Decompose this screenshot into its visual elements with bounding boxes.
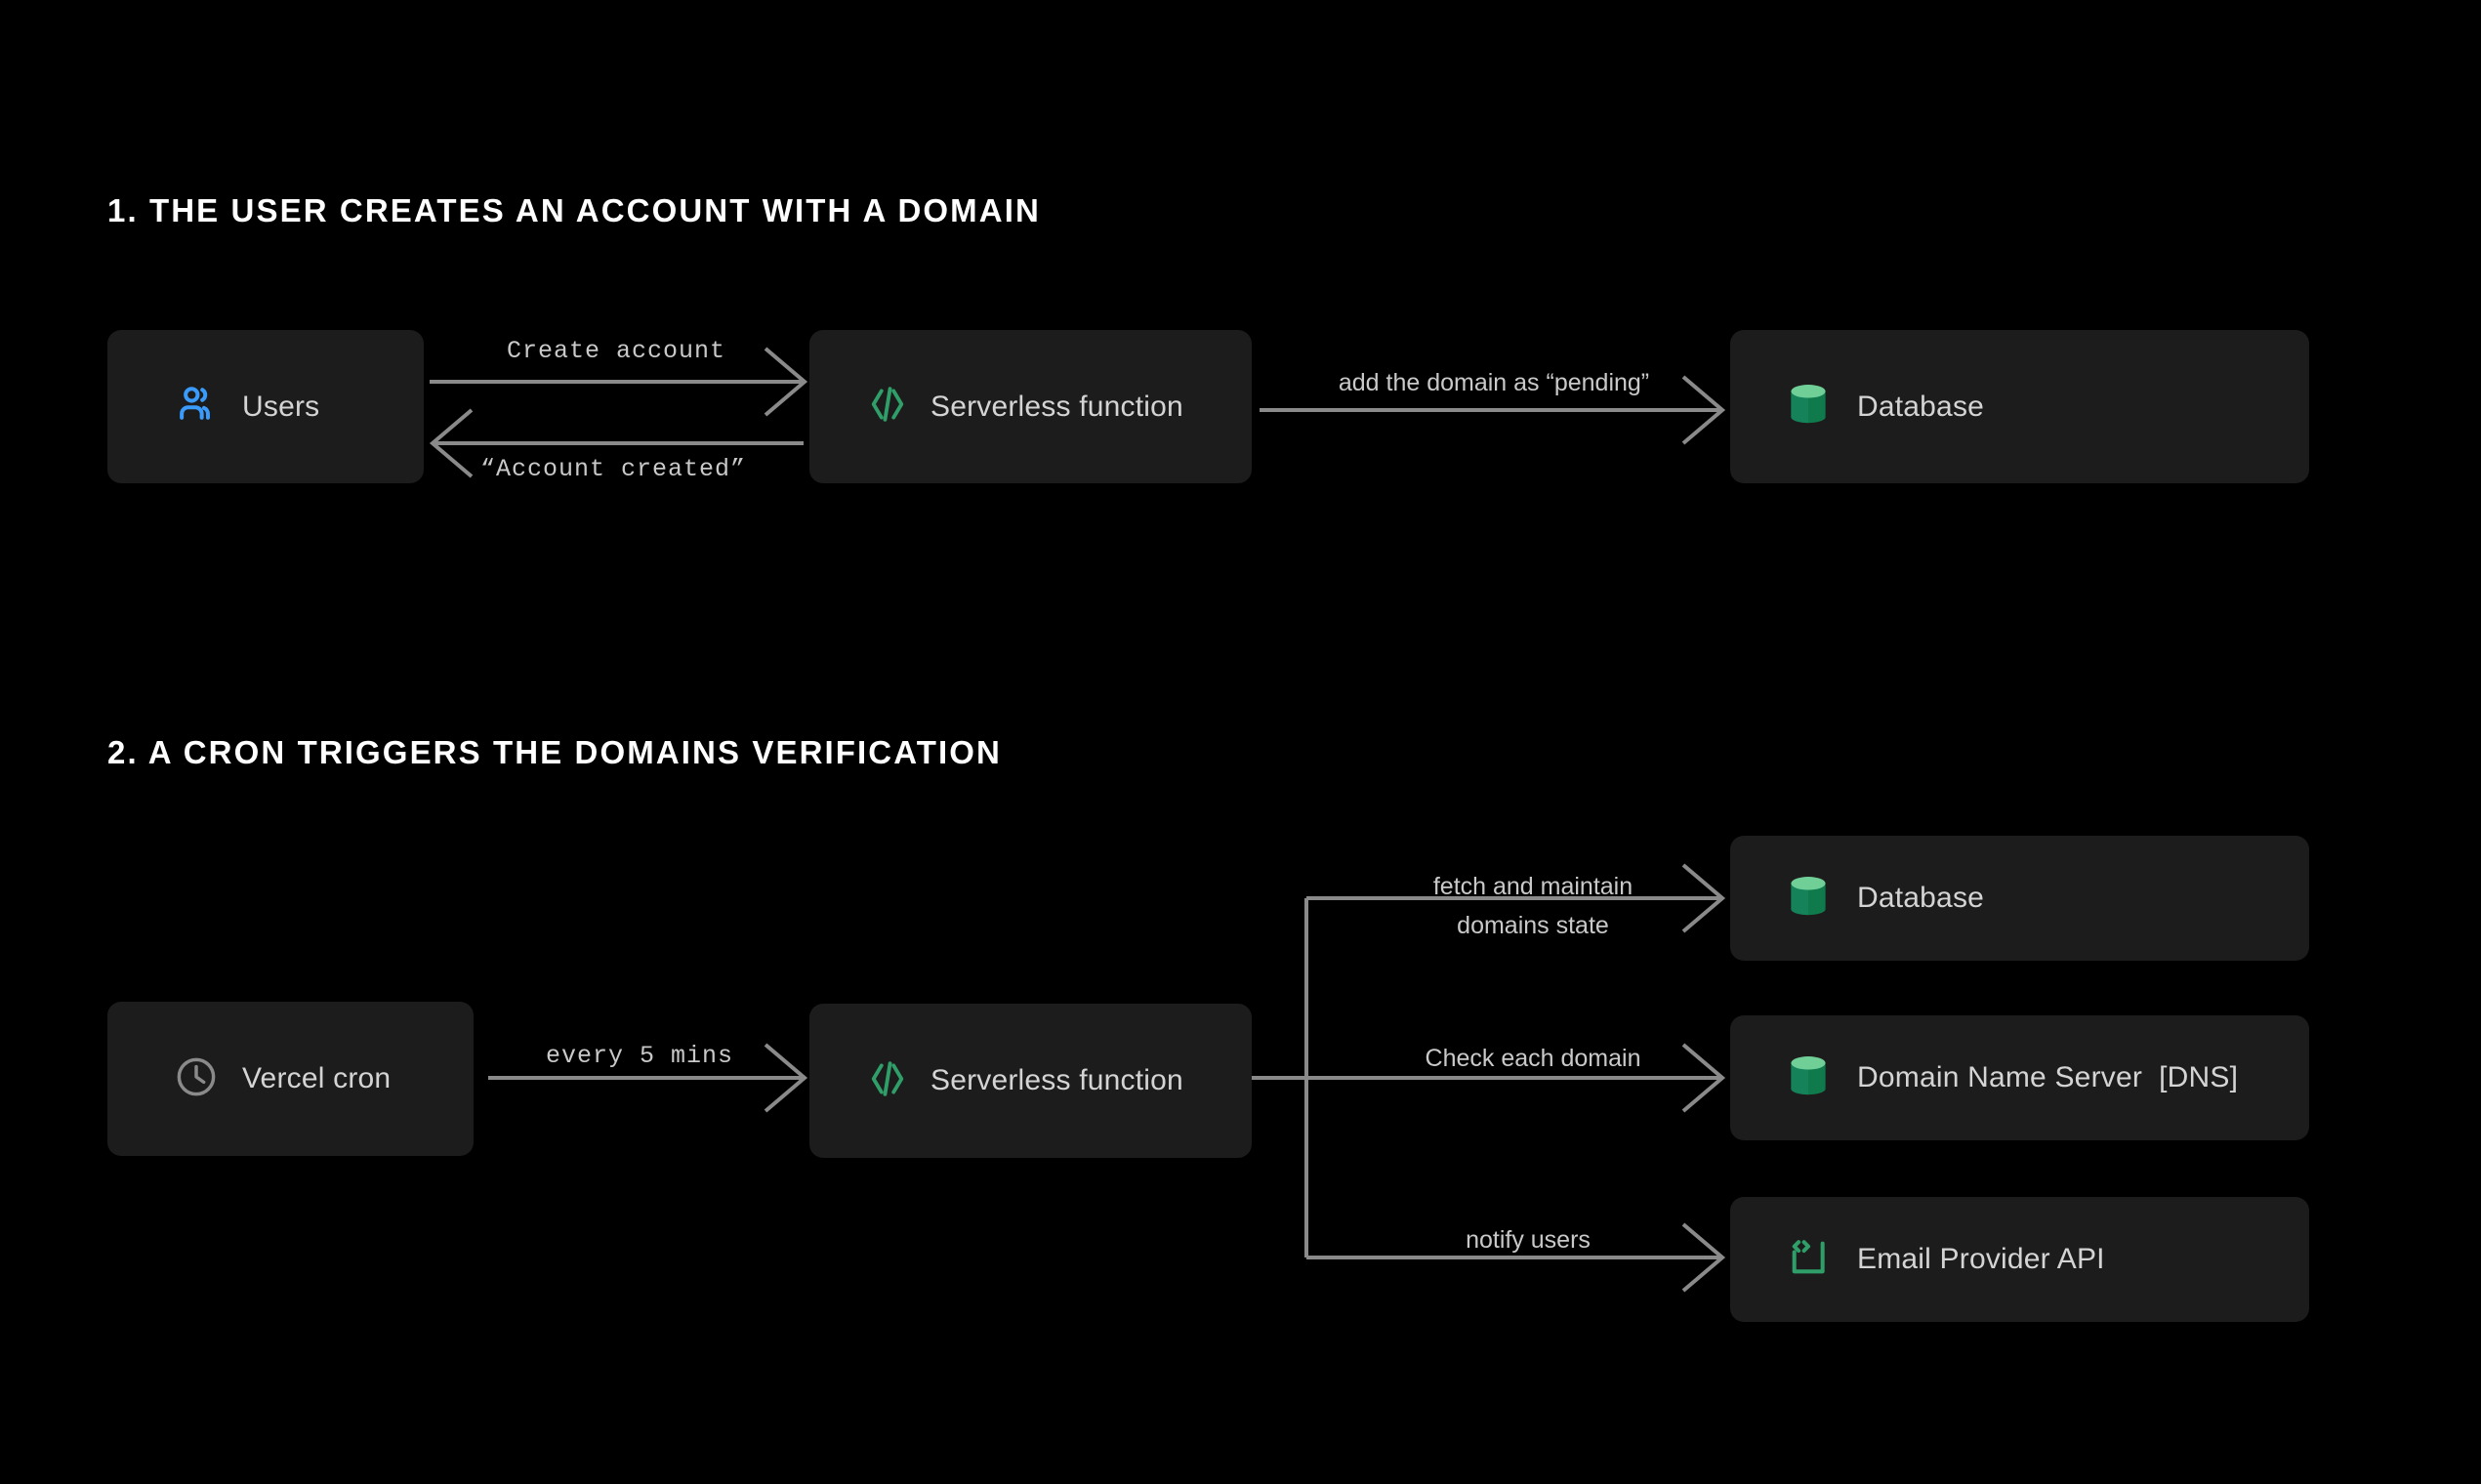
- node-serverless-function-1[interactable]: Serverless function: [809, 330, 1252, 483]
- code-square-icon: [1787, 1236, 1830, 1284]
- database-cylinder-icon: [1787, 380, 1830, 433]
- section-2-heading: 2. A CRON TRIGGERS THE DOMAINS VERIFICAT…: [107, 734, 1002, 770]
- node-database-2[interactable]: Database: [1730, 836, 2309, 961]
- node-email-provider-api-label: Email Provider API: [1857, 1243, 2105, 1275]
- edge-label-fetch-and-maintain: fetch and maintain: [1432, 873, 1633, 900]
- node-vercel-cron[interactable]: Vercel cron: [107, 1002, 474, 1156]
- clock-icon: [174, 1054, 219, 1104]
- node-database-1-label: Database: [1857, 390, 1985, 423]
- node-serverless-function-2[interactable]: Serverless function: [809, 1004, 1252, 1158]
- node-serverless-1-label: Serverless function: [930, 390, 1183, 423]
- edge-label-create-account: Create account: [506, 337, 726, 365]
- section-1-heading: 1. THE USER CREATES AN ACCOUNT WITH A DO…: [107, 192, 1041, 228]
- node-serverless-2-label: Serverless function: [930, 1064, 1183, 1096]
- edge-label-domains-state: domains state: [1457, 912, 1609, 939]
- edge-label-check-each-domain: Check each domain: [1425, 1045, 1641, 1072]
- edge-label-account-created: “Account created”: [479, 455, 747, 483]
- node-database-2-label: Database: [1857, 882, 1985, 914]
- node-domain-name-server[interactable]: Domain Name Server [DNS]: [1730, 1015, 2309, 1140]
- edge-label-notify-users: notify users: [1466, 1226, 1591, 1254]
- node-users[interactable]: Users: [107, 330, 424, 483]
- code-brackets-icon: [866, 383, 909, 431]
- edge-label-add-domain-pending: add the domain as “pending”: [1338, 369, 1650, 396]
- database-cylinder-icon: [1787, 1051, 1830, 1105]
- node-domain-name-server-label: Domain Name Server [DNS]: [1857, 1061, 2239, 1093]
- database-cylinder-icon: [1787, 872, 1830, 926]
- code-brackets-icon: [866, 1057, 909, 1105]
- edge-label-every-5-mins: every 5 mins: [545, 1042, 734, 1070]
- node-database-1[interactable]: Database: [1730, 330, 2309, 483]
- node-vercel-cron-label: Vercel cron: [242, 1062, 392, 1094]
- users-icon: [176, 382, 221, 432]
- node-users-label: Users: [242, 390, 320, 423]
- node-email-provider-api[interactable]: Email Provider API: [1730, 1197, 2309, 1322]
